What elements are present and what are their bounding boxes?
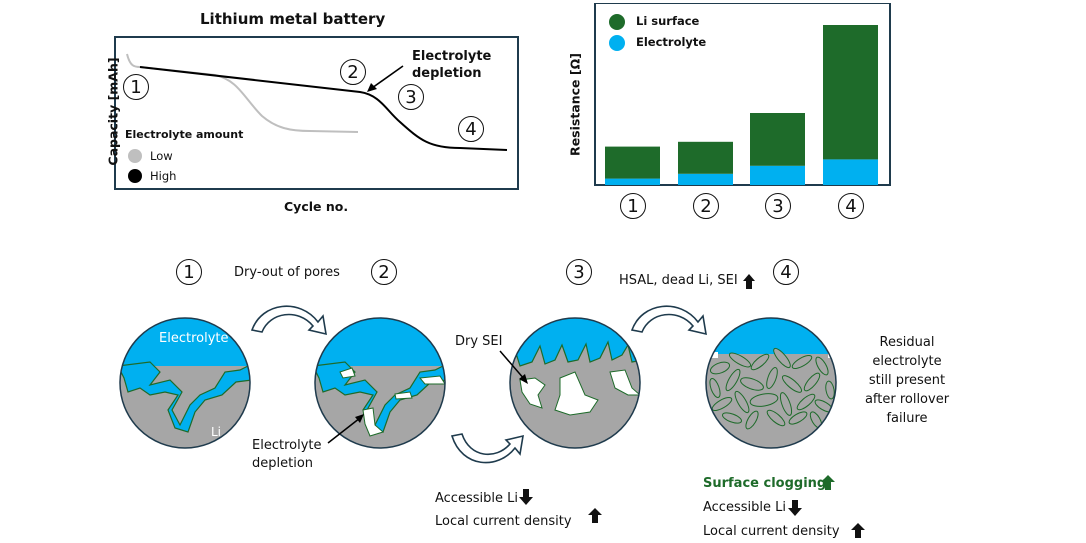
capacity-x-axis-label: Cycle no. [284,199,349,214]
depletion-arrow [371,65,404,89]
bar-li-surface-2 [678,141,733,174]
li-label: Li [211,425,222,439]
bar-tick-2: 2 [693,193,719,219]
dry-sei-pointer-head [519,374,528,384]
stage-4-circle [706,318,836,448]
arrow-down-icon [519,489,533,505]
legend-electrolyte-label: Electrolyte [636,35,707,49]
transition-label-hsal: HSAL, dead Li, SEI [619,273,738,288]
arrow-up-icon [588,508,602,523]
dry-sei-label: Dry SEI [455,334,503,349]
label-line: depletion [252,456,314,471]
capacity-stage-4: 4 [458,116,484,142]
stage-4-outline [705,317,837,449]
annotation-line: depletion [412,66,482,81]
legend-low-label: Low [150,149,173,163]
legend-high-swatch [128,169,142,183]
label-line: Electrolyte [252,438,322,453]
bar-electrolyte-4 [823,159,878,185]
arrow-up-icon [851,523,865,538]
legend-li-surface-swatch [609,14,625,30]
note-line: electrolyte [872,354,942,369]
bar-electrolyte-2 [678,173,733,185]
arrow-up-icon [821,475,835,490]
schematic-stage-2: 2 [371,259,397,285]
depletion-arrow-head [367,83,377,92]
capacity-stage-1: 1 [123,74,149,100]
schematic-stage-4: 4 [773,259,799,285]
bar-tick-1: 1 [620,193,646,219]
electrolyte-label: Electrolyte [159,331,229,346]
electrolyte-depletion-annotation: Electrolyte depletion [412,48,491,82]
schematic-stage-3: 3 [566,259,592,285]
electrolyte-depletion-pointer-head [355,414,364,423]
capacity-stage-3: 3 [398,84,424,110]
transition-label-dry-out: Dry-out of pores [234,265,340,280]
stage4-effect-current-density: Local current density [703,524,840,539]
legend-li-surface-label: Li surface [636,14,700,28]
schematic-stage-1: 1 [176,259,202,285]
stage-3-outline [509,317,641,449]
capacity-chart-title: Lithium metal battery [200,10,386,28]
bar-li-surface-3 [750,113,805,166]
dry-sei-pointer [499,350,526,381]
stage3-effect-accessible-li: Accessible Li [435,491,518,506]
capacity-stage-2: 2 [340,59,366,85]
low-electrolyte-curve [126,53,359,133]
arrow-down-icon [788,500,802,516]
electrolyte-depletion-label: Electrolyte depletion [252,437,321,473]
arrow-up-icon [743,274,755,289]
stage-2-outline [314,317,446,449]
capacity-chart-frame [114,36,519,190]
bar-li-surface-4 [823,25,878,160]
legend-low-swatch [128,149,142,163]
legend-electrolyte-swatch [609,35,625,51]
residual-electrolyte-note: Residual electrolyte still present after… [852,333,962,428]
stage-2-circle [315,318,445,448]
legend-title: Electrolyte amount [125,128,244,141]
note-line: after rollover [864,392,950,407]
electrolyte-depletion-pointer [327,417,361,444]
note-line: Residual [879,335,935,350]
stage4-effect-surface-clogging: Surface clogging [703,476,827,491]
legend-high-label: High [150,169,177,183]
stage4-effect-accessible-li: Accessible Li [703,500,786,515]
resistance-chart-frame [594,3,891,186]
stage-3-circle [510,318,640,448]
curved-arrow-icon [250,305,707,464]
note-line: still present [868,373,946,388]
bar-li-surface-1 [605,146,660,179]
bar-electrolyte-1 [605,178,660,185]
bar-electrolyte-3 [750,165,805,185]
bar-tick-3: 3 [765,193,791,219]
stage-1-outline [119,317,251,449]
stage3-effect-current-density: Local current density [435,514,572,529]
note-line: failure [886,411,928,426]
annotation-line: Electrolyte [412,49,492,64]
bar-tick-4: 4 [838,193,864,219]
high-electrolyte-curve [139,66,508,151]
